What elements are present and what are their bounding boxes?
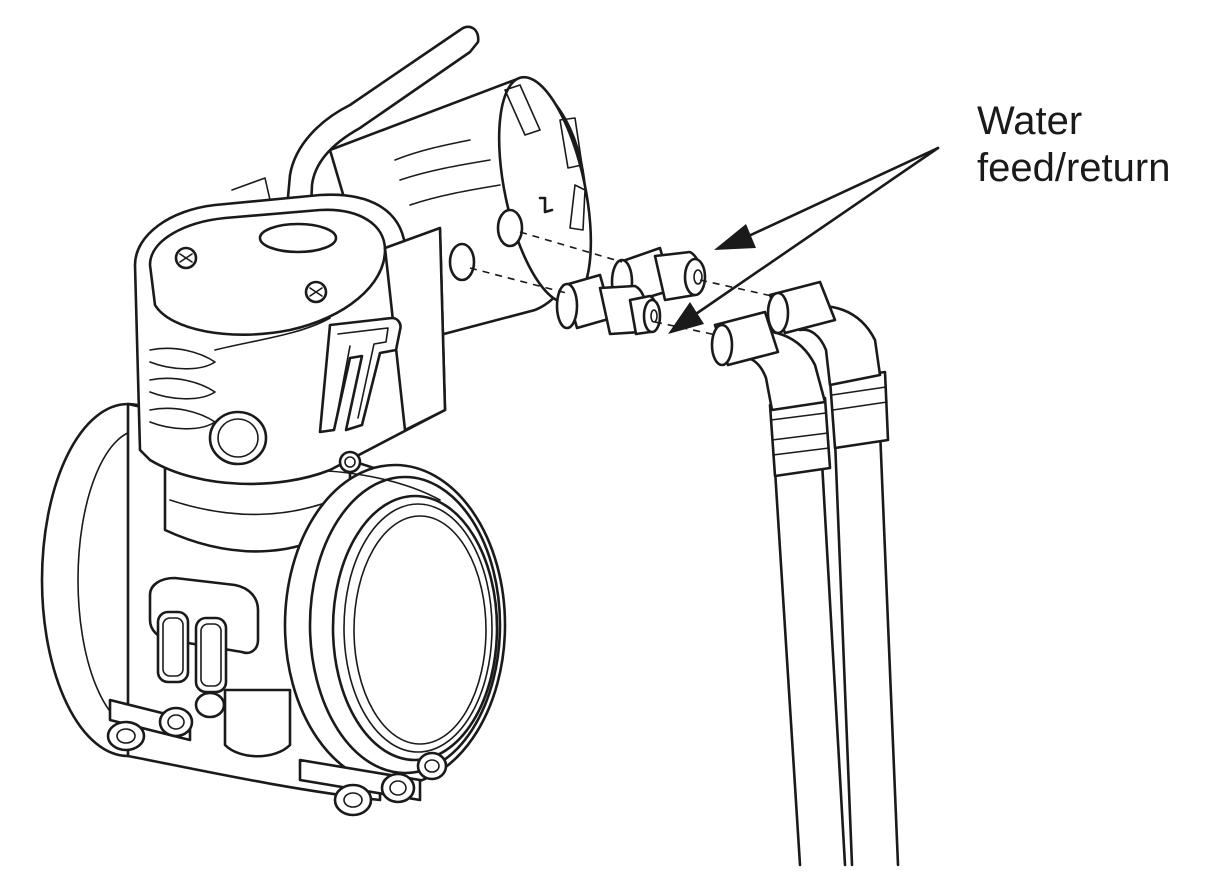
- water-feed-return-label: Water feed/return: [977, 98, 1170, 192]
- fitting-lower: [555, 273, 662, 336]
- clamp-left: [106, 691, 226, 752]
- callout-line-1: Water: [977, 99, 1083, 143]
- alignment-lines: [469, 231, 791, 341]
- tt-logo-icon: [318, 316, 402, 434]
- hose-rear: [766, 280, 900, 867]
- arrow-icon: [668, 146, 940, 334]
- hose-front: [710, 310, 847, 867]
- electronics-housing: [133, 177, 447, 486]
- arrow-icon: [714, 146, 940, 250]
- tt-logo-icon: [148, 576, 260, 694]
- callout-line-2: feed/return: [977, 146, 1171, 190]
- clamp-right: [298, 751, 448, 817]
